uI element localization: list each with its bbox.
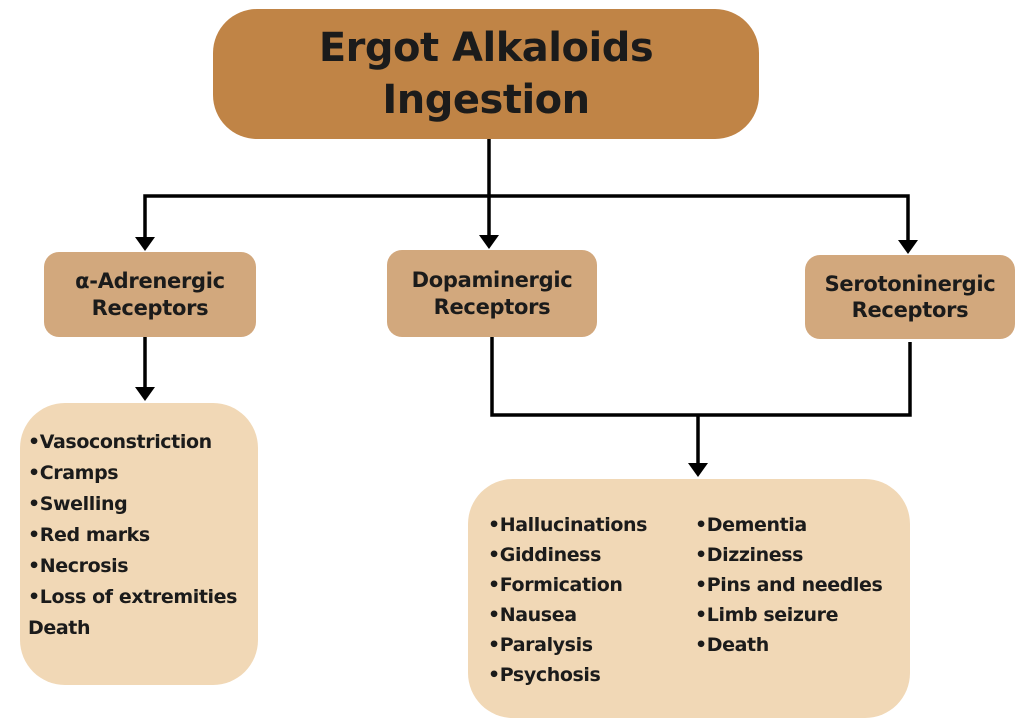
effect-formication: •Formication (488, 574, 623, 596)
effect-vasoconstriction: •Vasoconstriction (28, 431, 212, 453)
effect-dementia: •Dementia (695, 514, 807, 536)
effect-red-marks: •Red marks (28, 524, 150, 546)
effect-pins-and-needles: •Pins and needles (695, 574, 883, 596)
merge-line (490, 337, 912, 417)
effects-column-2: •Dementia •Dizziness •Pins and needles •… (695, 510, 910, 718)
branch-adrenergic-line1: α-Adrenergic (75, 269, 225, 294)
effect-loss-of-extremities: •Loss of extremities (28, 586, 238, 608)
branch-dopaminergic-line1: Dopaminergic (411, 268, 573, 293)
root-node-ergot-alkaloids: Ergot Alkaloids Ingestion (213, 9, 759, 139)
branch-node-serotoninergic: Serotoninergic Receptors (805, 255, 1015, 339)
effect-swelling: •Swelling (28, 493, 128, 515)
effect-cramps: •Cramps (28, 462, 119, 484)
arrowhead-adrenergic-effects (135, 387, 155, 401)
effect-giddiness: •Giddiness (488, 544, 601, 566)
root-title-line1: Ergot Alkaloids (318, 25, 654, 71)
effect-necrosis: •Necrosis (28, 555, 129, 577)
effects-column-1: •Hallucinations •Giddiness •Formication … (488, 510, 695, 718)
effects-box-dopaminergic-serotoninergic: •Hallucinations •Giddiness •Formication … (468, 479, 910, 718)
effects-box-adrenergic: •Vasoconstriction •Cramps •Swelling •Red… (20, 403, 258, 685)
distribution-bar-line (143, 194, 910, 240)
branch-adrenergic-line2: Receptors (91, 295, 209, 320)
branch-serotoninergic-line2: Receptors (851, 298, 969, 322)
effect-nausea: •Nausea (488, 604, 577, 626)
branch-dopaminergic-line2: Receptors (433, 294, 551, 319)
arrowhead-merged-effects (688, 463, 708, 477)
effect-death-left: Death (28, 617, 91, 639)
effect-psychosis: •Psychosis (488, 664, 601, 686)
arrowhead-dopaminergic (479, 235, 499, 249)
effect-paralysis: •Paralysis (488, 634, 593, 656)
effect-limb-seizure: •Limb seizure (695, 604, 839, 626)
arrowhead-serotoninergic (898, 240, 918, 254)
branch-node-adrenergic: α-Adrenergic Receptors (44, 252, 256, 337)
branch-serotoninergic-line1: Serotoninergic (824, 271, 996, 296)
branch-node-dopaminergic: Dopaminergic Receptors (387, 250, 597, 337)
effect-death-right: •Death (695, 634, 769, 656)
arrowhead-adrenergic (135, 237, 155, 251)
effect-dizziness: •Dizziness (695, 544, 804, 566)
effect-hallucinations: •Hallucinations (488, 514, 648, 536)
root-title-line2: Ingestion (382, 77, 590, 123)
